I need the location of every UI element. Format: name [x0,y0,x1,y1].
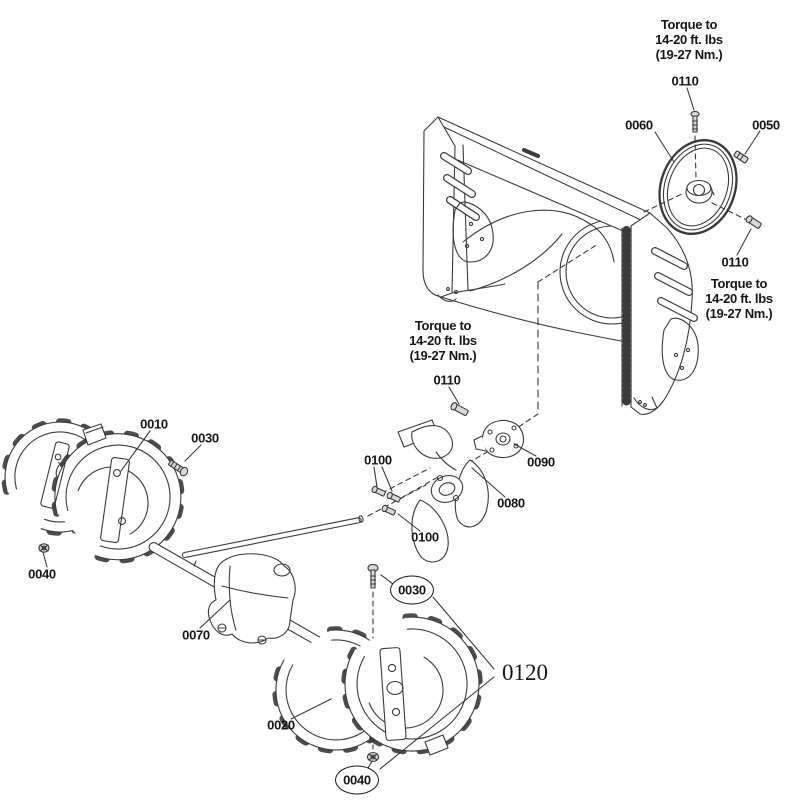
callout-0080: 0080 [497,495,525,511]
torque-note-center: Torque to 14-20 ft. lbs (19-27 Nm.) [409,318,477,363]
impeller-drive-shaft-drawing [181,515,364,559]
torque-note-right: Torque to 14-20 ft. lbs (19-27 Nm.) [705,276,773,321]
set-screw-0050 [733,150,749,164]
callout-0100-upper: 0100 [364,452,392,468]
torque-note-pulley-top: Torque to 14-20 ft. lbs (19-27 Nm.) [655,17,723,62]
callout-0040-circled: 0040 [335,765,379,795]
torque-note-line: (19-27 Nm.) [409,348,477,363]
torque-note-line: Torque to [660,17,718,32]
callout-0040-circled-label: 0040 [343,772,371,788]
bearing-bracket-drawing [473,419,525,459]
torque-note-line: Torque to [414,318,472,333]
screw-0110-pulley [690,110,700,133]
callout-0010: 0010 [140,416,168,432]
impeller-drawing [397,419,489,563]
callout-0110-center: 0110 [433,372,461,388]
screw-0110-center [450,402,469,416]
callout-0120: 0120 [502,660,548,685]
torque-note-line: (19-27 Nm.) [705,306,773,321]
callout-0030-circled: 0030 [390,575,434,605]
callout-0050: 0050 [752,117,780,133]
torque-note-line: 14-20 ft. lbs [655,32,723,47]
callout-0110-pulley: 0110 [671,73,699,89]
right-auger-rake-drawing [272,613,483,756]
torque-note-line: Torque to [710,276,768,291]
callout-0100-lower: 0100 [411,529,439,545]
bolt-0030-bottom [367,563,379,589]
torque-note-line: 14-20 ft. lbs [409,333,477,348]
screw-0110-right [745,215,762,229]
callout-leader-lines [42,87,761,771]
bolts-0100 [371,485,401,516]
callout-0030-left: 0030 [191,430,219,446]
callout-0030-circled-label: 0030 [398,582,426,598]
left-auger-rake-drawing [1,418,185,564]
bolt-0030-left [168,459,189,477]
nut-0040-left [38,543,50,553]
gearbox-drawing [207,553,296,645]
callout-0020: 0020 [267,717,295,733]
nut-0040-bottom [366,751,380,763]
callout-0040-left: 0040 [28,566,56,582]
auger-housing-drawing [422,116,699,415]
callout-0110-right: 0110 [721,254,749,270]
torque-note-line: (19-27 Nm.) [655,47,723,62]
callout-0090: 0090 [527,454,555,470]
pulley-drawing [658,138,738,236]
torque-note-line: 14-20 ft. lbs [705,291,773,306]
callout-0070: 0070 [182,627,210,643]
callout-0060: 0060 [625,117,653,133]
